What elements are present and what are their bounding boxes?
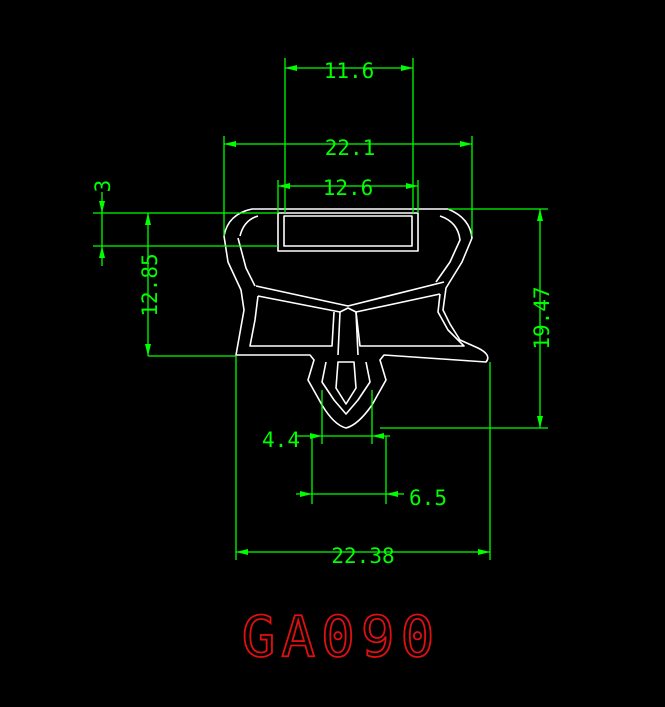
dim-left-small: 3 (91, 180, 115, 193)
dim-bottom-width: 22.38 (331, 544, 394, 568)
dim-top-width: 11.6 (324, 59, 375, 83)
dim-left-height: 12.85 (138, 253, 162, 316)
profile-barb-inner (321, 361, 371, 415)
dim-base-outer: 6.5 (409, 486, 447, 510)
profile-inner-upper (239, 215, 461, 283)
dim-inner-width: 12.6 (323, 176, 374, 200)
profile-barb-core (335, 361, 357, 405)
profile-left-chamber (249, 295, 335, 347)
top-slot-outer (277, 212, 419, 252)
dim-right-height: 19.47 (530, 286, 554, 349)
dim-base-inner: 4.4 (262, 428, 300, 452)
dim-upper-width: 22.1 (325, 136, 376, 160)
top-slot-inner (283, 215, 413, 247)
profile-right-chamber (355, 293, 465, 347)
profile-outer-contour (223, 208, 489, 429)
profile-center-web (337, 311, 359, 356)
profile-chevron (255, 281, 445, 307)
gasket-profile (223, 208, 489, 429)
part-code-title: GA090 (242, 605, 441, 670)
profile-inner-wall-left (237, 237, 256, 287)
profile-chevron-lower (257, 293, 441, 313)
dimensions: 11.6 22.1 12.6 3 12.85 19.47 (91, 58, 554, 568)
